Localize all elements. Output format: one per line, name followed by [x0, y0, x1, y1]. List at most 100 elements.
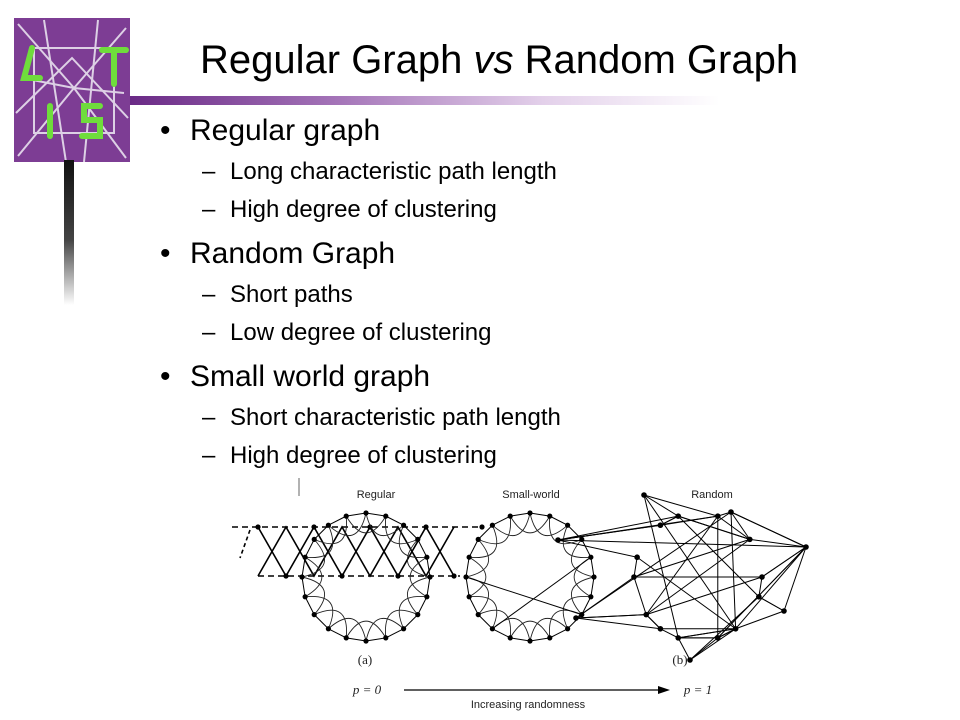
random-edge	[575, 614, 647, 619]
logo-letter-s	[79, 103, 103, 139]
random-edge	[575, 576, 635, 619]
random-edge	[557, 524, 661, 541]
random-edge	[677, 515, 760, 598]
sub-dash: –	[202, 281, 216, 308]
logo-stem	[64, 160, 74, 305]
graph-node	[746, 536, 753, 543]
title-vs: vs	[473, 38, 514, 82]
label-random: Random	[691, 489, 733, 501]
graph-node	[631, 574, 637, 580]
sub-dash: –	[202, 158, 216, 185]
random-edge	[717, 628, 736, 639]
random-edge	[717, 546, 807, 639]
graph-node	[507, 513, 513, 519]
graph-node	[383, 635, 389, 641]
random-edge	[730, 511, 751, 540]
graph-node	[803, 544, 809, 550]
graph-node	[573, 615, 579, 621]
ring-edge	[328, 512, 367, 536]
ring-edge	[510, 512, 531, 517]
graph-node	[401, 522, 407, 528]
random-edge	[643, 494, 737, 630]
graph-node	[675, 513, 682, 519]
title-underline	[130, 96, 720, 105]
graph-node	[363, 638, 369, 644]
random-edge	[575, 617, 661, 630]
graph-node	[714, 513, 721, 519]
ring-edge	[509, 515, 551, 534]
graph-node	[466, 554, 472, 560]
ring-edge	[581, 596, 592, 615]
graph-node	[634, 554, 640, 561]
ring-edge	[469, 595, 498, 629]
ring-edge	[385, 515, 404, 526]
graph-node	[299, 574, 305, 580]
graph-node	[687, 657, 693, 663]
ring-edge	[301, 557, 306, 578]
ring-edge	[529, 512, 568, 536]
bullet-small-world-graph: •Small world graph	[160, 360, 430, 394]
arrow-head	[658, 686, 670, 694]
ring-edge	[590, 557, 595, 578]
graph-node	[343, 635, 349, 641]
ring-edge	[468, 596, 479, 615]
ring-edge	[469, 525, 498, 559]
ring-edge	[478, 516, 512, 545]
sub-bullet-label: Short characteristic path length	[230, 404, 561, 431]
random-edge	[689, 637, 719, 661]
sub-bullet-label: High degree of clustering	[230, 442, 497, 469]
graph-node	[728, 509, 734, 515]
bullet-dot: •	[160, 360, 171, 393]
graph-node	[657, 522, 664, 529]
title-part: Random Graph	[513, 38, 799, 82]
logo-letter-t	[99, 47, 129, 87]
logo-web-lines	[15, 19, 129, 162]
graph-node	[325, 626, 331, 632]
lattice-strip	[232, 525, 482, 578]
random-edge	[636, 556, 736, 630]
sub-bullet: –Short paths	[202, 281, 353, 309]
graph-node	[527, 638, 533, 644]
ring-edge	[345, 515, 387, 534]
graph-node	[565, 626, 571, 632]
ring-edge	[510, 637, 531, 642]
graph-node	[527, 510, 533, 516]
ring-edge	[398, 595, 427, 629]
graph-node	[547, 513, 553, 519]
ring-edge	[328, 515, 347, 526]
graph-node	[427, 574, 433, 580]
sub-dash: –	[202, 404, 216, 431]
network-figure: Regular Small-world Random (a) (b) p = 0…	[232, 478, 809, 711]
ring-edge	[305, 525, 334, 559]
random-edge	[717, 515, 751, 540]
bullet-dot: •	[160, 237, 171, 270]
graph-node	[424, 594, 430, 600]
ring-edge	[492, 628, 511, 639]
graph-node	[423, 524, 429, 530]
sub-bullet-label: Long characteristic path length	[230, 158, 557, 185]
sub-bullet: –Low degree of clustering	[202, 319, 492, 347]
graph-node	[479, 524, 485, 530]
ring-edge	[346, 637, 367, 642]
ring-edge	[384, 609, 418, 638]
graph-node	[555, 537, 561, 543]
random-network	[555, 492, 809, 663]
random-edge	[643, 494, 718, 517]
graph-node	[547, 635, 553, 641]
ring-edge	[529, 512, 550, 517]
ring-edge	[403, 524, 419, 540]
graph-node	[311, 536, 317, 542]
ring-edge	[492, 515, 511, 526]
graph-node	[255, 524, 261, 530]
ring-edge	[549, 515, 568, 526]
ring-edge	[477, 524, 493, 540]
graph-node	[302, 594, 308, 600]
random-edge	[645, 614, 661, 630]
graph-node	[759, 574, 765, 580]
sub-bullet: –Long characteristic path length	[202, 158, 557, 186]
graph-node	[383, 513, 389, 519]
ring-edge	[581, 539, 592, 558]
graph-node	[343, 513, 349, 519]
ring-edge	[477, 614, 493, 630]
bullet-label: Random Graph	[190, 237, 396, 270]
